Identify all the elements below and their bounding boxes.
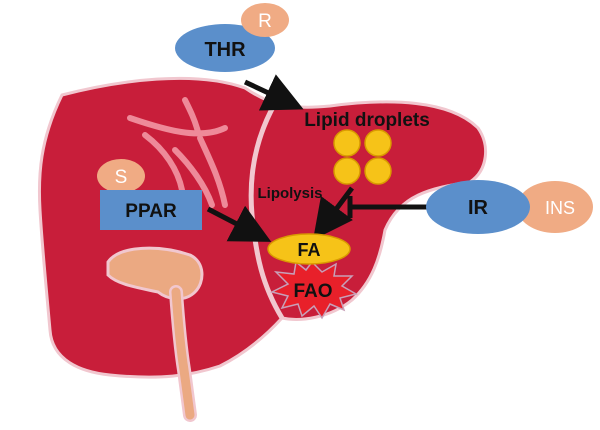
lipolysis-label: Lipolysis [257, 185, 322, 202]
ir-receptor-group: IR INS [426, 180, 593, 234]
lipid-droplets-label: Lipid droplets [304, 110, 430, 131]
s-label: S [115, 167, 128, 188]
ir-label: IR [468, 197, 489, 219]
thr-receptor-group: R THR [175, 3, 289, 72]
ppar-box [100, 190, 202, 230]
fao-starburst: FAO [269, 260, 358, 320]
fa-group: FA [267, 233, 351, 265]
lipolysis-arrow [313, 186, 354, 240]
ppar-arrow [206, 205, 272, 242]
blood-vessels [127, 97, 228, 208]
fa-ellipse [267, 233, 351, 265]
ins-label: INS [545, 198, 575, 218]
r-ligand [241, 3, 289, 37]
ir-receptor [426, 180, 530, 234]
thr-label: THR [204, 39, 246, 61]
r-label: R [258, 11, 272, 32]
lipid-droplet [333, 157, 361, 185]
fao-label: FAO [293, 281, 332, 302]
ins-ligand [517, 181, 593, 233]
ppar-label: PPAR [125, 201, 177, 222]
lipid-droplets [333, 129, 392, 185]
thr-receptor [175, 24, 275, 72]
inhibition-symbol [347, 196, 428, 218]
s-ligand [97, 159, 145, 193]
lipid-droplet [364, 157, 392, 185]
lipid-droplet [364, 129, 392, 157]
lipid-droplet [333, 129, 361, 157]
fa-label: FA [297, 240, 320, 260]
thr-arrow [243, 74, 304, 111]
gallbladder [106, 246, 204, 422]
ppar-group: S PPAR [97, 159, 202, 230]
